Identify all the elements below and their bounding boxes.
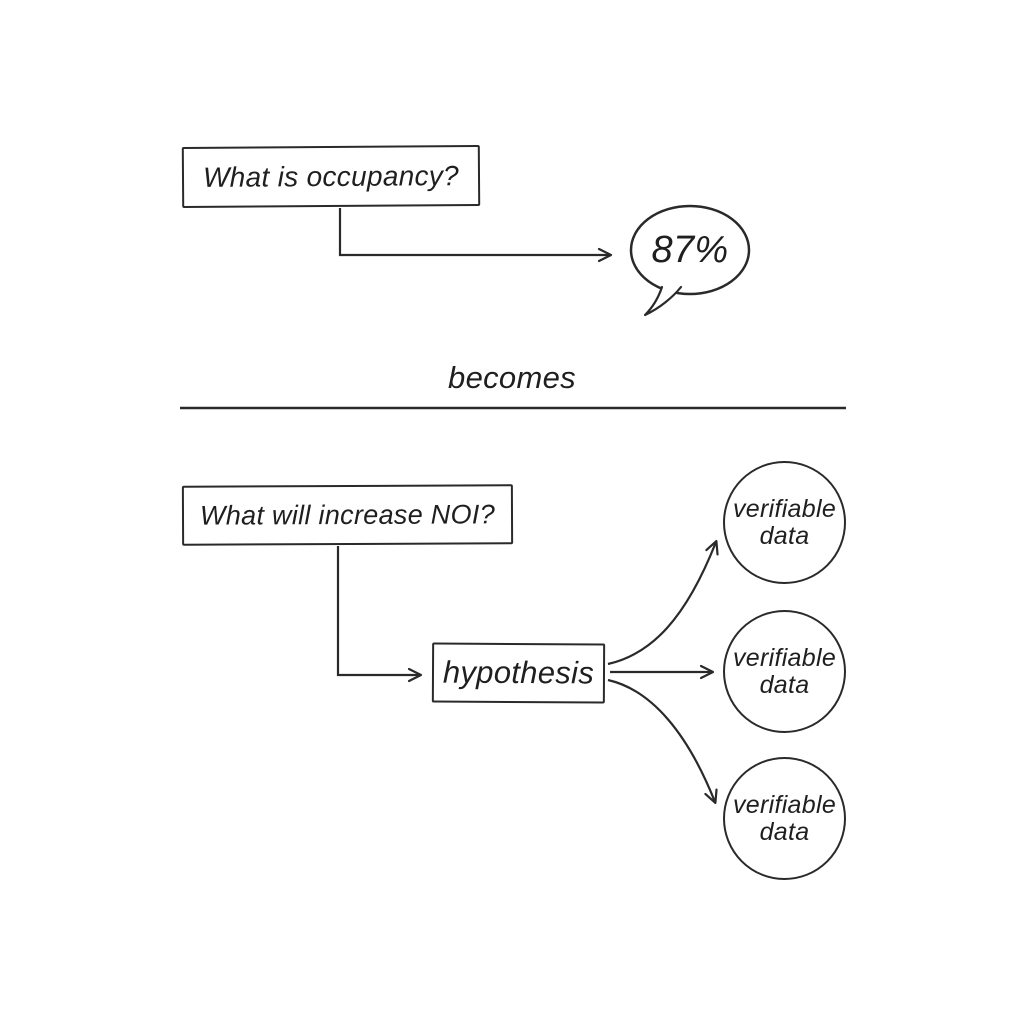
circle-2-line-1: verifiable bbox=[732, 643, 837, 672]
bottom-question-box: What will increase NOI? bbox=[181, 484, 514, 546]
verifiable-data-circle-1: verifiable data bbox=[723, 461, 846, 584]
circle-3-line-2: data bbox=[759, 817, 810, 846]
circle-2-line-2: data bbox=[759, 670, 810, 699]
answer-bubble-text: 87% bbox=[632, 227, 748, 273]
circle-3-line-1: verifiable bbox=[732, 790, 837, 819]
bottom-question-label: What will increase NOI? bbox=[199, 498, 496, 531]
hypothesis-box: hypothesis bbox=[431, 642, 606, 704]
arrow-question-to-answer bbox=[338, 208, 613, 263]
top-question-box: What is occupancy? bbox=[181, 144, 481, 209]
speech-bubble bbox=[629, 204, 751, 296]
arrow-question-to-hypothesis bbox=[336, 546, 423, 683]
transition-label: becomes bbox=[448, 360, 576, 395]
verifiable-data-circle-2: verifiable data bbox=[723, 610, 846, 733]
top-question-label: What is occupancy? bbox=[202, 159, 460, 193]
speech-bubble-tail bbox=[643, 285, 683, 317]
circle-1-line-2: data bbox=[759, 521, 810, 550]
hypothesis-label: hypothesis bbox=[442, 654, 595, 691]
answer-label: 87% bbox=[651, 228, 729, 271]
transition-label-wrap: becomes bbox=[362, 360, 662, 396]
circle-1-line-1: verifiable bbox=[732, 494, 837, 523]
verifiable-data-circle-3: verifiable data bbox=[723, 757, 846, 880]
arrow-hypothesis-to-data-1 bbox=[607, 539, 719, 666]
arrow-hypothesis-to-data-3 bbox=[607, 678, 718, 805]
